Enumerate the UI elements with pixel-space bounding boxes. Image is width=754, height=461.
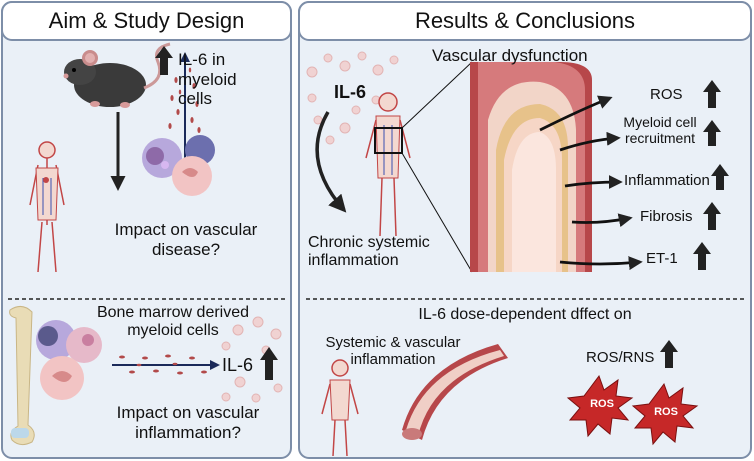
myeloid-cells-bottom: [36, 320, 102, 400]
il6-bottom-label: IL-6: [222, 355, 254, 375]
outcome-inflammation: Inflammation: [624, 172, 710, 189]
human-circulation-icon-left: [29, 141, 65, 273]
human-circulation-icon-bottom: [321, 359, 359, 457]
right-header-box: [298, 1, 752, 41]
il6-up-arrow-bottom: [260, 347, 278, 380]
il6-right-label: IL-6: [334, 82, 367, 102]
vascular-disease-question: Impact on vascular disease?: [114, 220, 258, 259]
outcome-ros: ROS: [650, 86, 683, 103]
vascular-inflammation-question: Impact on vascular inflammation?: [116, 403, 260, 442]
ros-rns-up-arrow: [660, 340, 678, 368]
bone-icon: [9, 306, 35, 446]
left-header-box: [1, 1, 292, 41]
outcome-et1: ET-1: [646, 250, 678, 267]
outcome-arrows: [539, 95, 643, 271]
ros-badge-2: ROS: [654, 406, 678, 418]
vessel-segment-icon: [402, 344, 508, 440]
systemic-curved-arrow: [315, 111, 347, 213]
outcome-myeloid-recruitment: Myeloid cell recruitment: [623, 114, 697, 147]
right-panel-title: Results & Conclusions: [414, 8, 636, 33]
chronic-inflammation-label: Chronic systemic inflammation: [308, 234, 430, 270]
ros-rns-label: ROS/RNS: [586, 349, 655, 366]
outcome-up-arrows: [693, 80, 729, 270]
il6-particles-bottom: [119, 354, 207, 375]
bone-marrow-label: Bone marrow derived myeloid cells: [96, 304, 250, 340]
human-circulation-icon-right: [365, 92, 411, 237]
il6-particles-top: [168, 67, 201, 133]
myeloid-cells-top: [142, 135, 215, 196]
left-panel-title: Aim & Study Design: [48, 8, 245, 33]
mouse-icon: [63, 42, 171, 108]
il6-up-arrow: [155, 46, 173, 75]
dose-dependent-heading: IL-6 dose-dependent dffect on: [418, 306, 632, 323]
zoom-box: [374, 127, 403, 154]
ros-starburst-1: [566, 374, 634, 438]
il6-dots-right: [306, 51, 399, 145]
outcome-fibrosis: Fibrosis: [640, 208, 693, 225]
il6-dots-bottom: [221, 316, 283, 403]
ros-starburst-2: [631, 382, 699, 446]
systemic-vascular-label: Systemic & vascular inflammation: [325, 334, 461, 369]
vascular-dysfunction-label: Vascular dysfunction: [432, 46, 588, 65]
vessel-cross-section-icon: [470, 62, 592, 272]
il6-myeloid-label: IL-6 in myeloid cells: [178, 50, 237, 109]
ros-badge-1: ROS: [590, 398, 614, 410]
